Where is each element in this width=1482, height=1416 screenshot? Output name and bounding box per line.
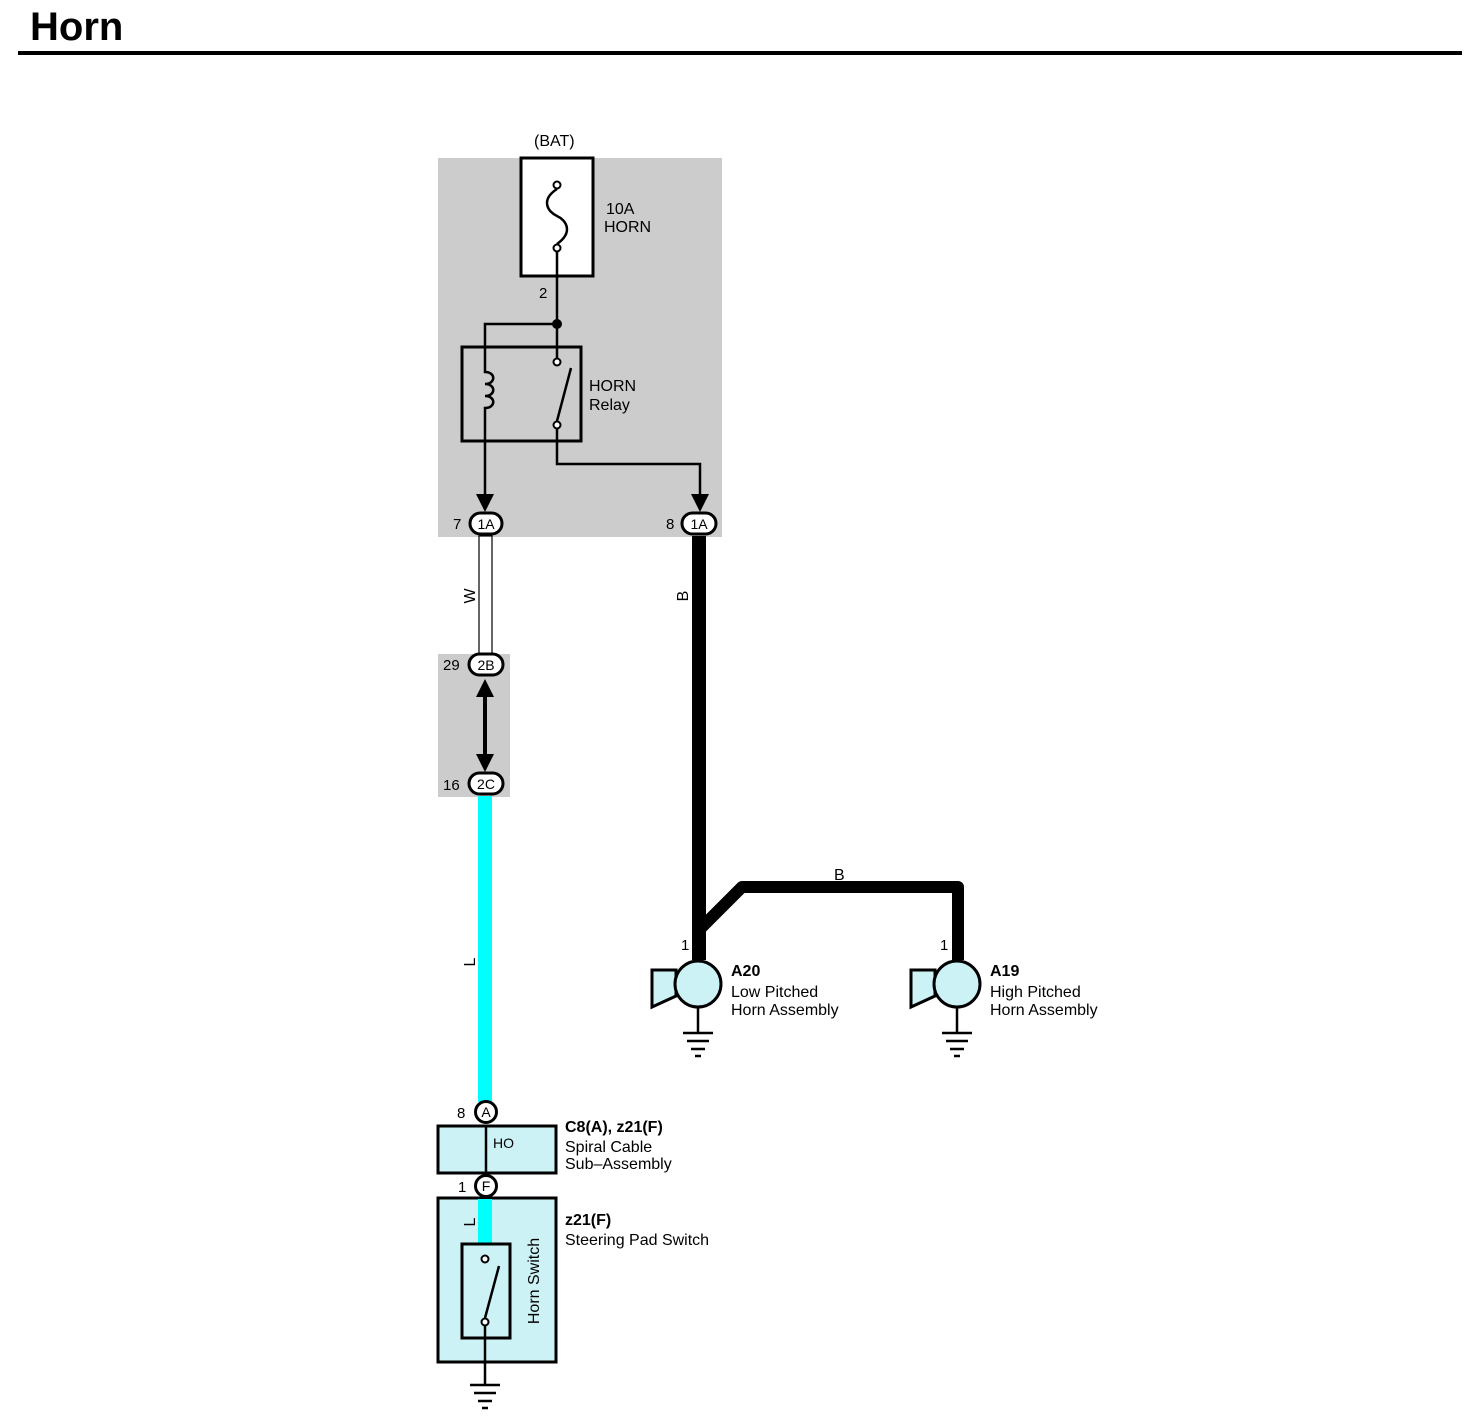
horn-high-line1: High Pitched bbox=[990, 984, 1081, 1001]
junction-link-arrow-up bbox=[476, 679, 494, 697]
page-title: Horn bbox=[30, 5, 123, 49]
horn-relay bbox=[460, 345, 583, 494]
fuse-name: HORN bbox=[604, 219, 651, 236]
relay-contact bbox=[555, 367, 573, 422]
relay-name-line1: HORN bbox=[589, 378, 636, 395]
spiral-cable-box bbox=[436, 1124, 558, 1175]
connector-2c-pin: 16 bbox=[443, 777, 460, 794]
wire-white-label: W bbox=[462, 588, 479, 604]
connector-1a-left-code: 1A bbox=[477, 516, 495, 532]
spiral-top-pin: 8 bbox=[457, 1105, 465, 1122]
connector-1a-right bbox=[680, 511, 718, 536]
spiral-cable-line2: Sub–Assembly bbox=[565, 1156, 672, 1173]
horn-low-code: A20 bbox=[731, 963, 760, 980]
wire-blue-switch-label: L bbox=[462, 1217, 479, 1226]
horn-high-code: A19 bbox=[990, 963, 1019, 980]
spiral-connector-a bbox=[474, 1100, 498, 1124]
spiral-connector-a-code: A bbox=[481, 1104, 491, 1120]
wire-black-branch bbox=[694, 881, 964, 960]
horn-high-pitched bbox=[909, 959, 982, 1033]
horn-low-pin: 1 bbox=[681, 937, 689, 954]
horn-low-line2: Horn Assembly bbox=[731, 1002, 839, 1019]
horn-high-pin: 1 bbox=[940, 937, 948, 954]
wire-black-label-horizontal: B bbox=[834, 867, 845, 884]
connector-1a-left-pin: 7 bbox=[453, 516, 461, 533]
spiral-bottom-pin: 1 bbox=[458, 1179, 466, 1196]
horn-low-line1: Low Pitched bbox=[731, 984, 818, 1001]
fuse-pin: 2 bbox=[539, 285, 547, 302]
connector-2c bbox=[467, 771, 505, 796]
steering-pad-code: z21(F) bbox=[565, 1212, 611, 1229]
ground-icon bbox=[942, 1031, 972, 1058]
wire-black-label-vertical: B bbox=[675, 591, 692, 602]
connector-2b bbox=[467, 652, 505, 677]
steering-pad-name: Steering Pad Switch bbox=[565, 1232, 709, 1249]
wire-blue-label: L bbox=[462, 957, 479, 966]
spiral-cable-line1: Spiral Cable bbox=[565, 1139, 652, 1156]
relay-coil bbox=[483, 360, 495, 494]
connector-2b-code: 2B bbox=[477, 657, 494, 673]
ground-icon bbox=[683, 1031, 713, 1058]
horn-switch-label: Horn Switch bbox=[526, 1238, 543, 1324]
power-source-label: (BAT) bbox=[534, 133, 575, 150]
junction-link-arrow-down bbox=[476, 754, 494, 772]
spiral-cable-terminal: HO bbox=[493, 1135, 514, 1151]
horn-high-line2: Horn Assembly bbox=[990, 1002, 1098, 1019]
connector-2c-code: 2C bbox=[477, 776, 495, 792]
spiral-cable-code: C8(A), z21(F) bbox=[565, 1119, 663, 1136]
horn-switch bbox=[460, 1242, 512, 1385]
relay-name-line2: Relay bbox=[589, 397, 630, 414]
connector-1a-right-pin: 8 bbox=[666, 516, 674, 533]
ground-icon bbox=[470, 1383, 500, 1410]
connector-1a-left bbox=[468, 511, 504, 536]
fuse-rating: 10A bbox=[606, 201, 635, 218]
pin7-arrow bbox=[476, 494, 494, 512]
connector-2b-pin: 29 bbox=[443, 657, 460, 674]
horn-low-pitched bbox=[650, 959, 723, 1033]
connector-1a-right-code: 1A bbox=[690, 516, 708, 532]
relay-output-wire bbox=[555, 429, 702, 496]
wire-white bbox=[478, 535, 493, 655]
spiral-connector-f-code: F bbox=[482, 1178, 491, 1194]
pin8-arrow bbox=[691, 494, 709, 512]
